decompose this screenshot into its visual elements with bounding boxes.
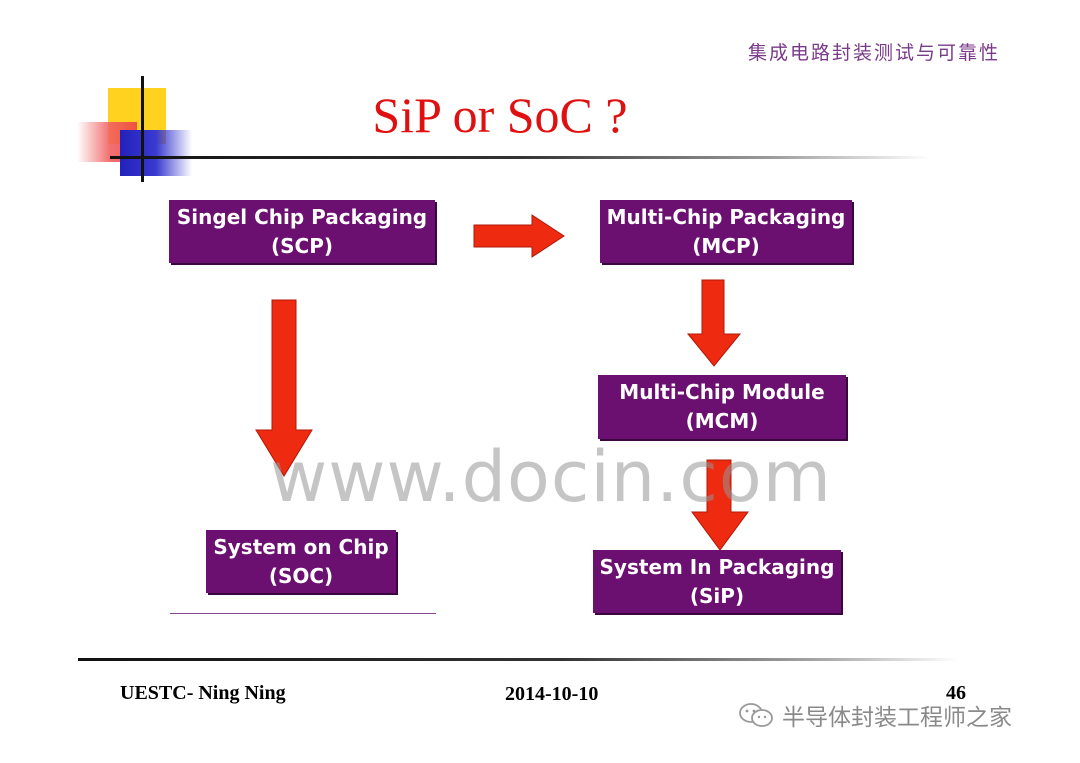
arrow-down-scp-to-soc	[255, 299, 313, 477]
logo-blue-square	[120, 130, 192, 176]
box-sip-line1: System In Packaging	[599, 554, 835, 579]
box-mcm-line2: (MCM)	[685, 409, 759, 433]
arrow-right-scp-to-mcp	[473, 214, 565, 258]
box-mcp-line2: (MCP)	[692, 233, 760, 258]
box-scp-line2: (SCP)	[270, 233, 334, 258]
box-mcm-line1: Multi-Chip Module	[619, 380, 825, 404]
footer-date: 2014-10-10	[505, 683, 599, 705]
footer-author: UESTC- Ning Ning	[120, 682, 286, 704]
divider-line	[170, 613, 436, 614]
box-sip: System In Packaging (SiP)	[593, 550, 841, 613]
box-mcm: Multi-Chip Module (MCM)	[598, 375, 846, 439]
box-soc-line2: (SOC)	[268, 563, 334, 588]
wechat-account: 半导体封装工程师之家	[738, 698, 1012, 732]
title-rule	[110, 156, 930, 159]
box-soc-line1: System on Chip	[213, 534, 389, 559]
footer-rule	[78, 658, 958, 661]
logo-vertical-line	[141, 76, 144, 182]
box-soc: System on Chip (SOC)	[206, 530, 396, 593]
wechat-icon	[739, 703, 773, 727]
box-mcp-line1: Multi-Chip Packaging	[606, 204, 846, 229]
box-scp: Singel Chip Packaging (SCP)	[169, 200, 435, 263]
slide-title: SiP or SoC ?	[372, 87, 628, 143]
box-scp-line1: Singel Chip Packaging	[176, 204, 428, 229]
page-number: 46	[946, 682, 966, 704]
header-text: 集成电路封装测试与可靠性	[747, 42, 1000, 64]
arrow-down-mcm-to-sip	[691, 459, 749, 551]
watermark: www.docin.com	[270, 436, 832, 518]
wechat-account-name: 半导体封装工程师之家	[782, 705, 1012, 731]
arrow-down-mcp-to-mcm	[686, 279, 742, 367]
box-sip-line2: (SiP)	[689, 583, 745, 608]
box-mcp: Multi-Chip Packaging (MCP)	[600, 200, 852, 263]
